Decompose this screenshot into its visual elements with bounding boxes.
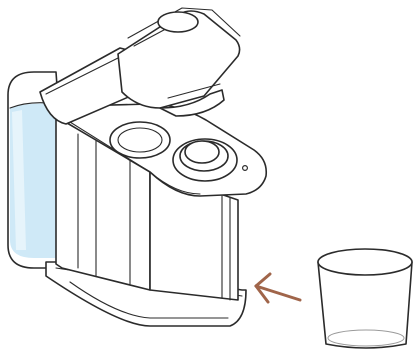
capsule-holder bbox=[110, 122, 170, 158]
lid-top-ring bbox=[158, 12, 198, 32]
cup-icon bbox=[318, 249, 412, 348]
arrow-left-icon bbox=[256, 274, 300, 302]
status-light bbox=[243, 166, 248, 171]
